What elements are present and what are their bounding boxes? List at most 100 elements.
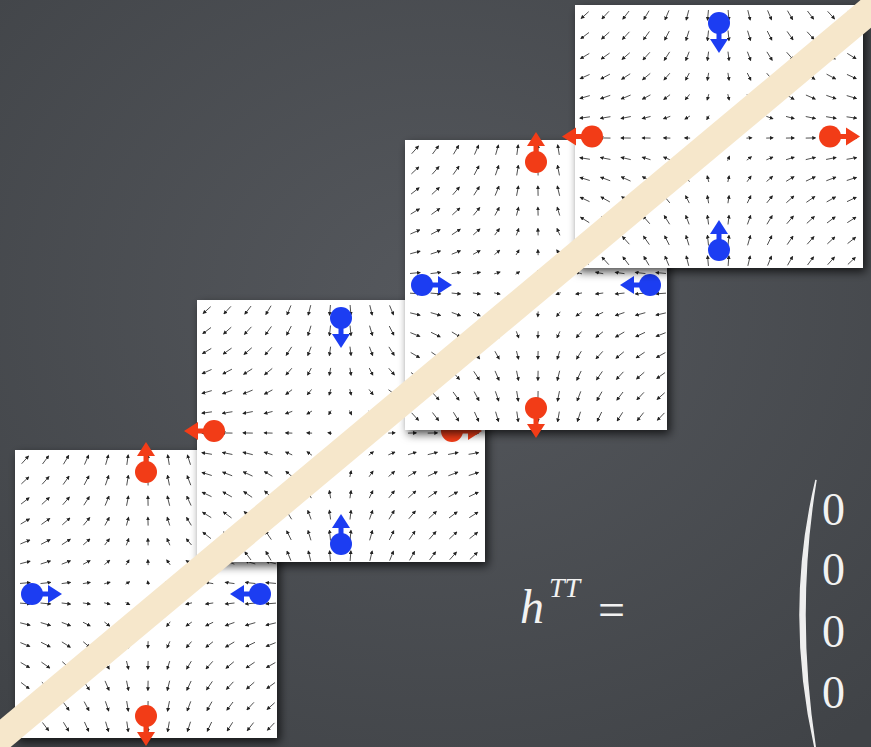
- field-arrow: [747, 73, 750, 80]
- field-arrow: [748, 10, 750, 20]
- field-arrow: [453, 166, 459, 174]
- field-arrow: [601, 197, 610, 202]
- field-arrow: [747, 216, 750, 225]
- field-arrow: [287, 551, 291, 560]
- field-arrow: [223, 472, 232, 476]
- field-arrow: [516, 272, 520, 274]
- field-arrow: [558, 166, 560, 176]
- field-arrow: [267, 703, 274, 710]
- field-arrow: [665, 256, 669, 265]
- field-arrow: [62, 603, 71, 604]
- field-arrow: [707, 94, 709, 100]
- field-arrow: [657, 373, 665, 379]
- field-arrow: [20, 643, 29, 647]
- field-arrow: [557, 331, 560, 337]
- field-arrow: [308, 326, 311, 336]
- mass-dot: [708, 12, 730, 34]
- field-arrow: [41, 519, 49, 525]
- field-arrow: [452, 208, 459, 215]
- field-arrow: [576, 312, 582, 316]
- field-arrow: [264, 452, 272, 454]
- field-arrow: [786, 116, 794, 118]
- test-mass: [525, 132, 547, 173]
- field-arrow: [329, 326, 330, 336]
- field-arrow: [247, 682, 255, 689]
- field-arrow: [41, 603, 51, 605]
- field-arrow: [390, 551, 394, 560]
- field-arrow: [243, 432, 253, 433]
- field-arrow: [62, 642, 70, 647]
- field-arrow: [470, 532, 478, 538]
- field-arrow: [828, 257, 835, 264]
- field-arrow: [245, 306, 251, 314]
- field-arrow: [223, 412, 233, 414]
- field-arrow: [747, 196, 750, 203]
- field-arrow: [847, 117, 857, 118]
- field-arrow: [707, 31, 708, 41]
- field-arrow: [370, 551, 372, 561]
- field-arrow: [580, 158, 590, 160]
- field-arrow: [369, 491, 372, 498]
- field-arrow: [307, 411, 312, 414]
- field-arrow: [637, 372, 645, 379]
- field-arrow: [266, 552, 271, 561]
- field-arrow: [223, 390, 232, 393]
- field-arrow: [186, 603, 192, 604]
- field-arrow: [657, 393, 664, 400]
- field-arrow: [329, 511, 330, 520]
- field-arrow: [84, 497, 89, 505]
- field-arrow: [826, 177, 835, 181]
- field-arrow: [707, 236, 708, 246]
- mass-dot: [203, 420, 225, 442]
- field-arrow: [786, 137, 794, 138]
- field-arrow: [623, 257, 629, 265]
- field-arrow: [84, 476, 89, 485]
- field-arrow: [389, 347, 394, 355]
- field-arrow: [621, 177, 630, 181]
- field-arrow: [807, 11, 813, 19]
- field-arrow: [473, 272, 480, 273]
- arrow-head: [137, 442, 155, 456]
- field-arrow: [827, 237, 834, 244]
- field-arrow: [268, 723, 275, 730]
- field-arrow: [557, 207, 559, 215]
- superscript: TT: [549, 574, 580, 602]
- field-arrow: [748, 256, 750, 266]
- equals-sign: =: [598, 586, 625, 634]
- field-arrow: [474, 371, 479, 379]
- field-arrow: [431, 209, 439, 215]
- field-arrow: [448, 453, 458, 455]
- arrow-head: [332, 514, 350, 528]
- field-arrow: [766, 116, 772, 118]
- field-arrow: [537, 250, 538, 255]
- field-arrow: [245, 552, 251, 560]
- field-arrow: [308, 551, 310, 561]
- field-arrow: [265, 472, 273, 477]
- field-arrow: [469, 492, 478, 496]
- field-arrow: [664, 52, 669, 60]
- field-arrow: [246, 582, 256, 583]
- field-arrow: [517, 371, 519, 380]
- field-arrow: [847, 158, 857, 160]
- field-arrow: [494, 293, 500, 294]
- field-arrow: [557, 312, 560, 316]
- field-arrow: [597, 392, 602, 401]
- field-arrow: [147, 681, 148, 691]
- field-arrow: [227, 682, 234, 689]
- field-arrow: [266, 326, 272, 334]
- field-arrow: [245, 327, 252, 334]
- mass-dot: [525, 397, 547, 419]
- field-arrow: [576, 293, 582, 294]
- field-arrow: [432, 188, 439, 195]
- field-arrow: [728, 216, 729, 225]
- field-arrow: [807, 32, 814, 39]
- field-arrow: [430, 552, 436, 560]
- field-arrow: [369, 511, 372, 520]
- field-arrow: [22, 456, 29, 463]
- field-arrow: [601, 95, 610, 98]
- field-arrow: [453, 412, 458, 421]
- test-mass: [819, 126, 860, 148]
- field-arrow: [495, 229, 500, 235]
- mass-dot: [330, 533, 352, 555]
- field-arrow: [787, 236, 793, 244]
